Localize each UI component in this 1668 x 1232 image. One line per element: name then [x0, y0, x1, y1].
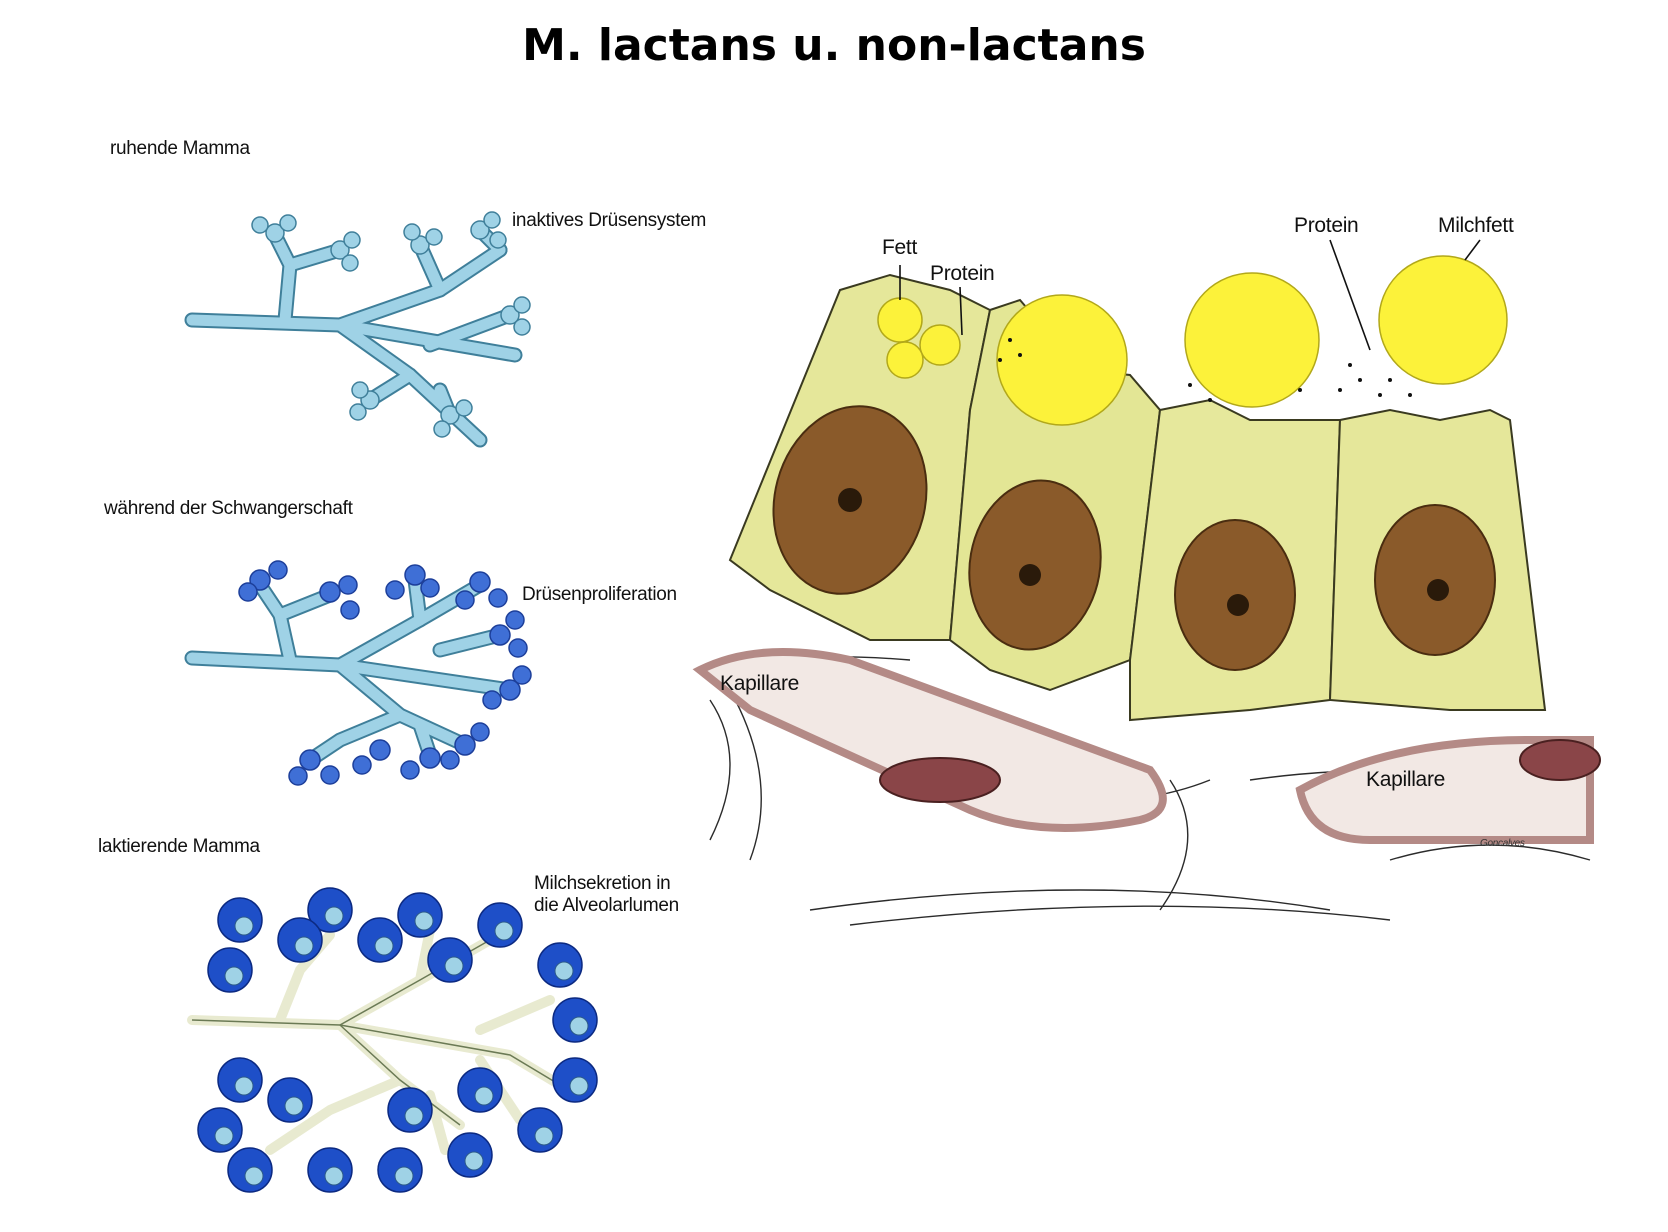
leader-lines [899, 239, 1481, 351]
proliferating-duct-diagram [184, 560, 532, 786]
milk-fat-droplet-1 [996, 294, 1128, 426]
capillary-left [692, 648, 1167, 832]
slide-title: M. lactans u. non-lactans [522, 20, 1146, 71]
fett-label: Fett [882, 236, 917, 259]
stage-3-caption-line1: Milchsekretion in [534, 873, 671, 894]
fat-droplets [877, 255, 1508, 426]
capillary-right [1295, 736, 1594, 844]
milchfett-label: Milchfett [1438, 214, 1514, 237]
lactating-gland-diagram [187, 887, 598, 1193]
kapillare-label-left: Kapillare [720, 672, 800, 695]
kapillare-label-right: Kapillare [1366, 768, 1446, 791]
epithelium-illustration [692, 239, 1601, 926]
stage-1-caption: inaktives Drüsensystem [512, 210, 707, 231]
protein-granules [998, 338, 1412, 402]
capillaries [692, 648, 1601, 844]
stage-3-caption-line2: die Alveolarlumen [534, 895, 679, 916]
stage-2-heading: während der Schwangerschaft [104, 498, 353, 519]
protein-label-right: Protein [1294, 214, 1359, 237]
resting-duct-diagram [184, 211, 531, 448]
stage-3-heading: laktierende Mamma [98, 836, 260, 857]
stage-1-heading: ruhende Mamma [110, 138, 250, 159]
protein-label-left: Protein [930, 262, 995, 285]
nucleus-2 [968, 479, 1102, 651]
artist-signature: Goncalves [1480, 838, 1525, 849]
milk-fat-droplet-3 [1378, 255, 1508, 385]
stage-2-caption: Drüsenproliferation [522, 584, 677, 605]
milk-fat-droplet-2 [1184, 272, 1320, 408]
